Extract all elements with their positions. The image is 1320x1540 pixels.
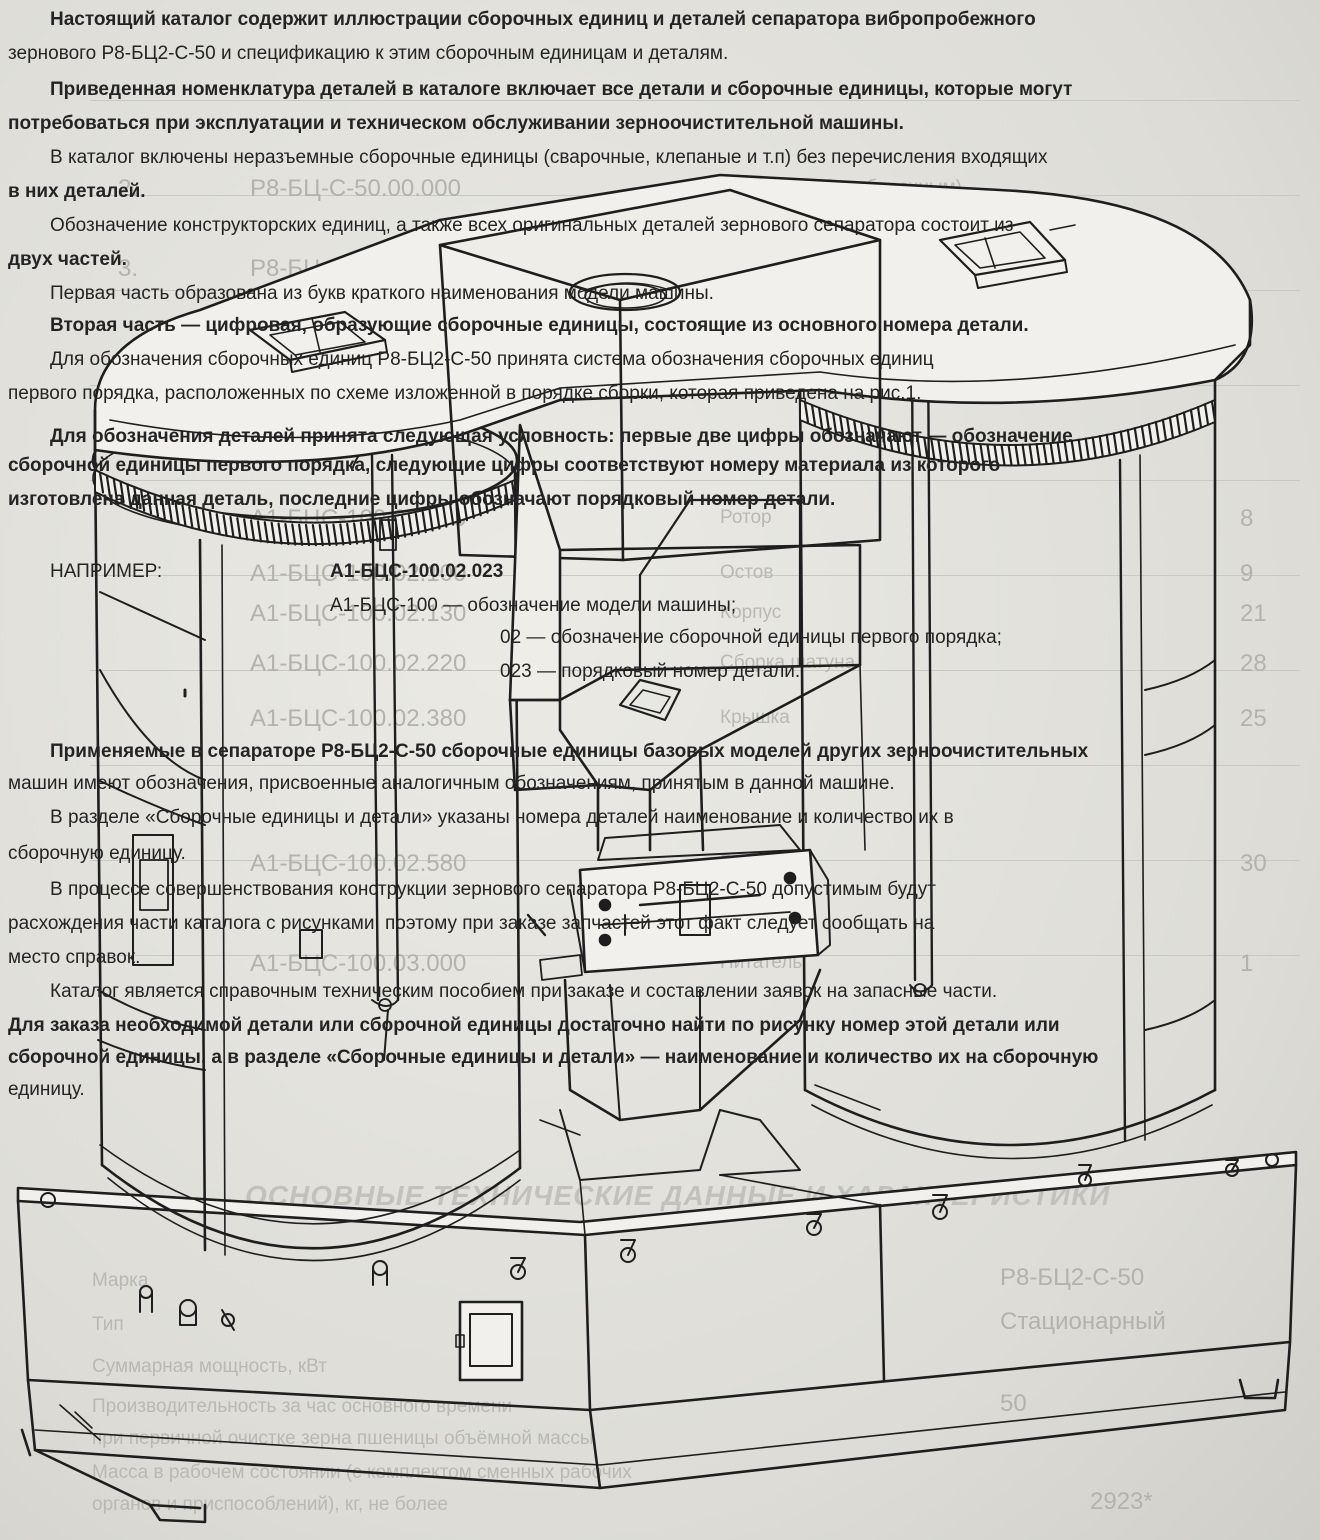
ghost-spec-label: Тип [92, 1314, 124, 1335]
ghost-row-number: 3. [118, 255, 139, 282]
ghost-row-code: А1-БЦС-100.02.220 [250, 650, 467, 677]
ghost-spec-label: Марка [92, 1270, 149, 1291]
ghost-row-number: 21 [1240, 600, 1267, 627]
paragraph-line: Для обозначения сборочных единиц Р8-БЦ2-… [50, 349, 934, 370]
paragraph-line: Для заказа необходимой детали или сбороч… [8, 1015, 1060, 1036]
example-line: 023 — порядковый номер детали. [500, 661, 801, 682]
paragraph-line: Обозначение конструкторских единиц, а та… [50, 215, 1014, 236]
paragraph-line: машин имеют обозначения, присвоенные ана… [8, 773, 895, 794]
paragraph-line: двух частей. [8, 249, 127, 270]
ghost-spec-label: органов и приспособлений), кг, не более [92, 1494, 448, 1515]
paragraph-line: потребоваться при эксплуатации и техниче… [8, 113, 904, 134]
paragraph-line: В каталог включены неразъемные сборочные… [50, 147, 1048, 168]
paragraph-line: В процессе совершенствования конструкции… [50, 879, 936, 900]
ghost-spec-value: 2923* [1090, 1488, 1153, 1515]
ghost-row-code: А1-БЦС-100.02.380 [250, 705, 467, 732]
paragraph-line: сборочной единицы первого порядка, следу… [8, 455, 1001, 476]
paragraph-line: в них деталей. [8, 181, 146, 202]
ghost-row-number: 8 [1240, 505, 1254, 532]
paragraph-line: Вторая часть — цифровая, образующие сбор… [50, 315, 1029, 336]
paragraph-line: Для обозначения деталей принята следующа… [50, 426, 1073, 447]
paragraph-line: место справок. [8, 947, 141, 968]
paragraph-line: расхождения части каталога с рисунками, … [8, 913, 935, 934]
paragraph-line: зернового Р8-БЦ2-С-50 и спецификацию к э… [8, 43, 729, 64]
paragraph-line: единицу. [8, 1079, 85, 1100]
base-frame [16, 1150, 1298, 1524]
ghost-table-rule [90, 765, 1300, 766]
ghost-spec-value: 50 [1000, 1390, 1027, 1417]
ghost-table-rule [90, 100, 1300, 101]
example-label: НАПРИМЕР: [50, 561, 163, 582]
paragraph-line: изготовлена данная деталь, последние циф… [8, 489, 836, 510]
ghost-row-name: Ротор [720, 507, 772, 528]
example-line: 02 — обозначение сборочной единицы перво… [500, 627, 1002, 648]
ghost-spec-label: Суммарная мощность, кВт [92, 1356, 327, 1377]
paragraph-line: Первая часть образована из букв краткого… [50, 283, 714, 304]
ghost-row-number: 1 [1240, 950, 1254, 977]
ghost-row-number: 30 [1240, 850, 1267, 877]
ghost-row-number: 28 [1240, 650, 1267, 677]
ghost-table-rule [90, 670, 1300, 671]
ghost-row-code: А1-БЦС-100.03.000 [250, 950, 467, 977]
ghost-spec-value: Р8-БЦ2-С-50 [1000, 1264, 1145, 1291]
paragraph-line: Каталог является справочным техническим … [50, 981, 998, 1002]
paragraph-line: Применяемые в сепараторе Р8-БЦ2-С-50 сбо… [50, 741, 1089, 762]
ghost-table-rule [90, 480, 1300, 481]
ghost-row-number: 2. [118, 175, 139, 202]
central-hopper [438, 188, 882, 1236]
paragraph-line: первого порядка, расположенных по схеме … [8, 383, 922, 404]
paragraph-line: Настоящий каталог содержит иллюстрации с… [50, 9, 1036, 30]
ghost-row-code: Р8-БЦ-С-50.00.000 [250, 175, 461, 202]
ghost-row-code: А1-БЦС-100.02.100 [250, 560, 467, 587]
paragraph-line: сборочную единицу. [8, 843, 186, 864]
paragraph-line: Приведенная номенклатура деталей в катал… [50, 79, 1073, 100]
paragraph-line: В разделе «Сборочные единицы и детали» у… [50, 807, 954, 828]
ghost-row-name: Корпус [720, 602, 782, 623]
ghost-row-code: А1-БЦС-100.02.580 [250, 850, 467, 877]
paragraph-line: сборочной единицы, а в разделе «Сборочны… [8, 1047, 1099, 1068]
ghost-row-number: 25 [1240, 705, 1267, 732]
left-cylinder [91, 400, 522, 1262]
example-code: А1-БЦС-100.02.023 [330, 561, 504, 582]
ghost-row-code: А1-БЦС-100.02.130 [250, 600, 467, 627]
ghost-spec-label: при первичной очистке зерна пшеницы объё… [92, 1428, 594, 1449]
ghost-row-number: 9 [1240, 560, 1254, 587]
ghost-table-rule [90, 575, 1300, 576]
ghost-row-name: Остов [720, 562, 774, 583]
top-lid [93, 173, 1254, 464]
ghost-spec-value: Стационарный [1000, 1308, 1166, 1335]
example-line: А1-БЦС-100 — обозначение модели машины; [330, 595, 737, 616]
